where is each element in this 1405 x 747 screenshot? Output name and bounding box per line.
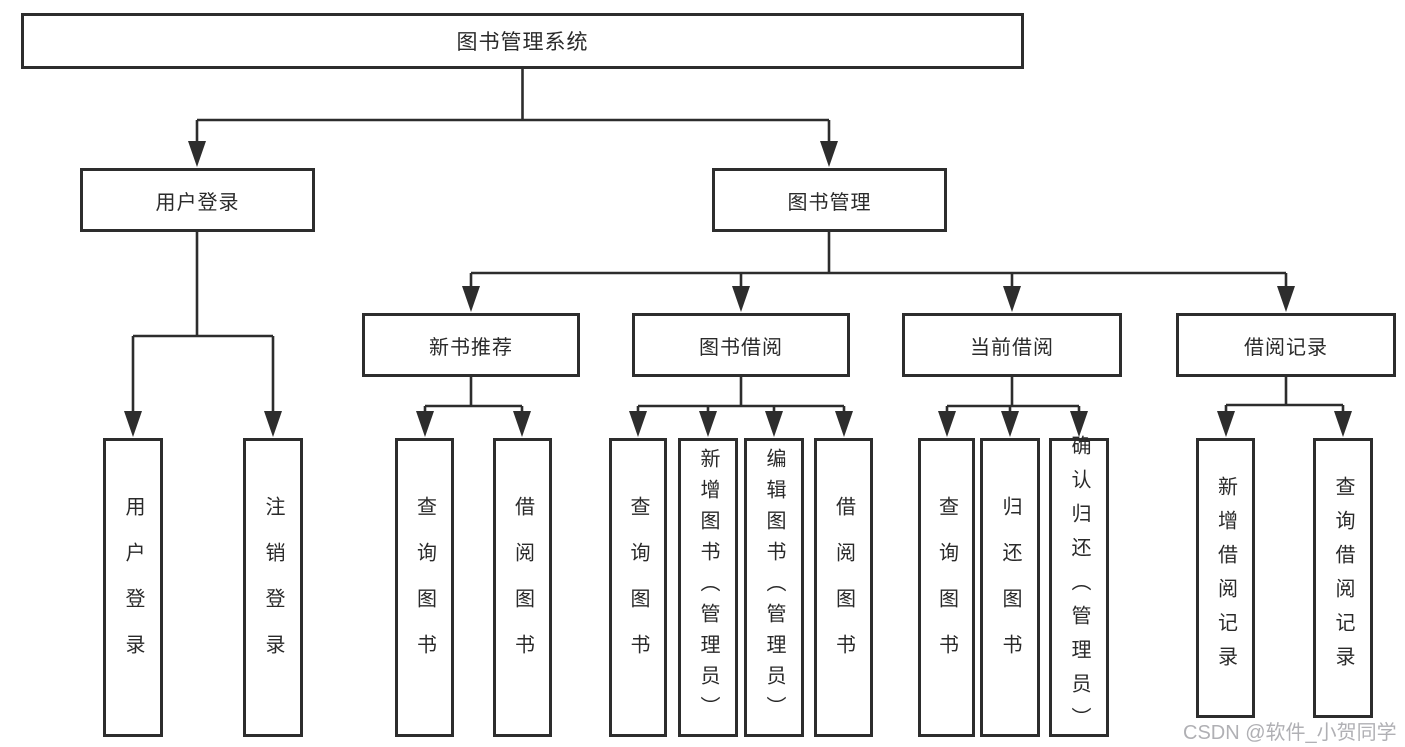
- node-library-management-system: 图书管理系统: [21, 13, 1024, 69]
- node-label: 当前借阅: [970, 336, 1054, 359]
- node-label: 新增图书（管理员）: [697, 448, 719, 727]
- node-borrow-books-borrowing: 借阅图书: [814, 438, 873, 737]
- node-label: 编辑图书（管理员）: [763, 448, 785, 727]
- node-edit-books-admin: 编辑图书（管理员）: [744, 438, 804, 737]
- node-label: 新书推荐: [429, 336, 513, 359]
- node-label: 借阅图书: [832, 495, 855, 680]
- watermark: CSDN @软件_小贺同学: [1183, 722, 1397, 744]
- node-new-book-recommendation: 新书推荐: [362, 313, 580, 377]
- node-label: 查询图书: [935, 495, 958, 680]
- node-current-borrowing: 当前借阅: [902, 313, 1122, 377]
- node-label: 图书管理: [787, 191, 872, 214]
- node-label: 借阅图书: [511, 495, 534, 680]
- node-user-login: 用户登录: [80, 168, 315, 232]
- node-borrowing-records: 借阅记录: [1176, 313, 1396, 377]
- node-book-management: 图书管理: [712, 168, 947, 232]
- node-label: 查询图书: [627, 495, 649, 680]
- node-label: 查询借阅记录: [1332, 476, 1354, 680]
- node-add-books-admin: 新增图书（管理员）: [678, 438, 738, 737]
- node-label: 用户登录: [155, 191, 240, 214]
- node-book-borrowing: 图书借阅: [632, 313, 850, 377]
- node-add-borrow-record: 新增借阅记录: [1196, 438, 1255, 718]
- node-query-books-borrowing: 查询图书: [609, 438, 667, 737]
- node-label: 确认归还（管理员）: [1068, 434, 1090, 741]
- node-query-books-recommend: 查询图书: [395, 438, 454, 737]
- node-user-login-leaf: 用户登录: [103, 438, 163, 737]
- node-label: 图书借阅: [699, 336, 783, 359]
- node-logout: 注销登录: [243, 438, 303, 737]
- node-query-borrow-record: 查询借阅记录: [1313, 438, 1373, 718]
- node-label: 新增借阅记录: [1214, 476, 1237, 680]
- node-label: 图书管理系统: [456, 31, 589, 54]
- node-label: 查询图书: [413, 495, 436, 680]
- node-label: 借阅记录: [1244, 336, 1328, 359]
- node-label: 用户登录: [122, 495, 144, 680]
- node-borrow-books-recommend: 借阅图书: [493, 438, 552, 737]
- node-query-books-current: 查询图书: [918, 438, 975, 737]
- node-label: 归还图书: [999, 495, 1021, 680]
- node-return-books: 归还图书: [980, 438, 1040, 737]
- node-confirm-return-admin: 确认归还（管理员）: [1049, 435, 1109, 741]
- node-label: 注销登录: [262, 495, 284, 680]
